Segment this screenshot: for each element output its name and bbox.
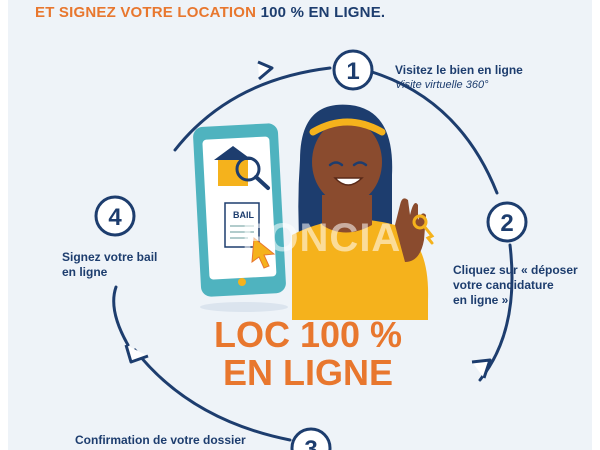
step-1-text: Visitez le bien en ligne Visite virtuell… bbox=[395, 63, 523, 93]
arrowhead-left bbox=[124, 344, 149, 364]
step-circle-2: 2 bbox=[486, 201, 528, 243]
lease-document-icon bbox=[224, 202, 260, 248]
headline: ET SIGNEZ VOTRE LOCATION 100 % EN LIGNE. bbox=[35, 4, 385, 21]
step-number-1: 1 bbox=[346, 58, 359, 85]
arc-4-lower bbox=[112, 285, 130, 347]
step-1-title: Visitez le bien en ligne bbox=[395, 63, 523, 77]
step-1-subtitle: Visite virtuelle 360° bbox=[395, 79, 489, 91]
smile bbox=[333, 177, 364, 186]
step-2-text: Cliquez sur « déposer votre candidature … bbox=[453, 263, 578, 308]
step-3-text: Confirmation de votre dossier bbox=[75, 433, 246, 448]
headline-part-2: 100 % EN LIGNE. bbox=[260, 4, 386, 21]
phone-shadow bbox=[200, 302, 288, 312]
key-ring-icon bbox=[412, 214, 428, 230]
step-2-line-3: en ligne » bbox=[453, 293, 509, 307]
step-4-line-2: en ligne bbox=[62, 265, 108, 279]
step-3-title: Confirmation de votre dossier bbox=[75, 433, 246, 447]
center-line-1: LOC 100 % bbox=[213, 314, 403, 355]
step-circle-3: 3 bbox=[290, 427, 332, 450]
roof-icon bbox=[214, 146, 252, 160]
step-number-3: 3 bbox=[304, 436, 317, 450]
right-eye bbox=[352, 161, 368, 167]
step-circle-4: 4 bbox=[94, 195, 136, 237]
center-headline: LOC 100 % EN LIGNE bbox=[190, 316, 426, 392]
phone-illustration: BAIL bbox=[193, 123, 288, 312]
step-circle-1: 1 bbox=[332, 49, 374, 91]
headband bbox=[309, 118, 386, 136]
arc-1-to-2 bbox=[370, 70, 499, 195]
shirt bbox=[292, 219, 429, 320]
step-4-text: Signez votre bail en ligne bbox=[62, 250, 157, 280]
step-number-4: 4 bbox=[108, 204, 122, 231]
watermark: FONCIA bbox=[242, 216, 402, 260]
step-2-line-2: votre candidature bbox=[453, 278, 554, 292]
cursor-icon bbox=[251, 237, 276, 269]
arc-3-to-4 bbox=[133, 348, 292, 442]
key-icon bbox=[422, 224, 435, 245]
face bbox=[312, 120, 382, 204]
phone-button bbox=[238, 278, 246, 286]
arrowhead-top bbox=[257, 60, 274, 81]
lease-label: BAIL bbox=[233, 210, 254, 220]
arc-4-to-1 bbox=[173, 66, 332, 152]
neck bbox=[322, 195, 372, 233]
magnifier-icon bbox=[235, 156, 261, 182]
left-eye bbox=[328, 161, 344, 167]
step-number-2: 2 bbox=[500, 210, 513, 237]
step-2-line-1: Cliquez sur « déposer bbox=[453, 263, 578, 277]
step-4-line-1: Signez votre bail bbox=[62, 250, 158, 264]
house-icon bbox=[218, 158, 248, 186]
woman-illustration bbox=[292, 104, 435, 320]
arrowhead-right bbox=[471, 358, 492, 379]
center-line-2: EN LIGNE bbox=[222, 352, 393, 393]
hand bbox=[395, 198, 426, 262]
headline-part-1: ET SIGNEZ VOTRE LOCATION bbox=[35, 4, 257, 21]
